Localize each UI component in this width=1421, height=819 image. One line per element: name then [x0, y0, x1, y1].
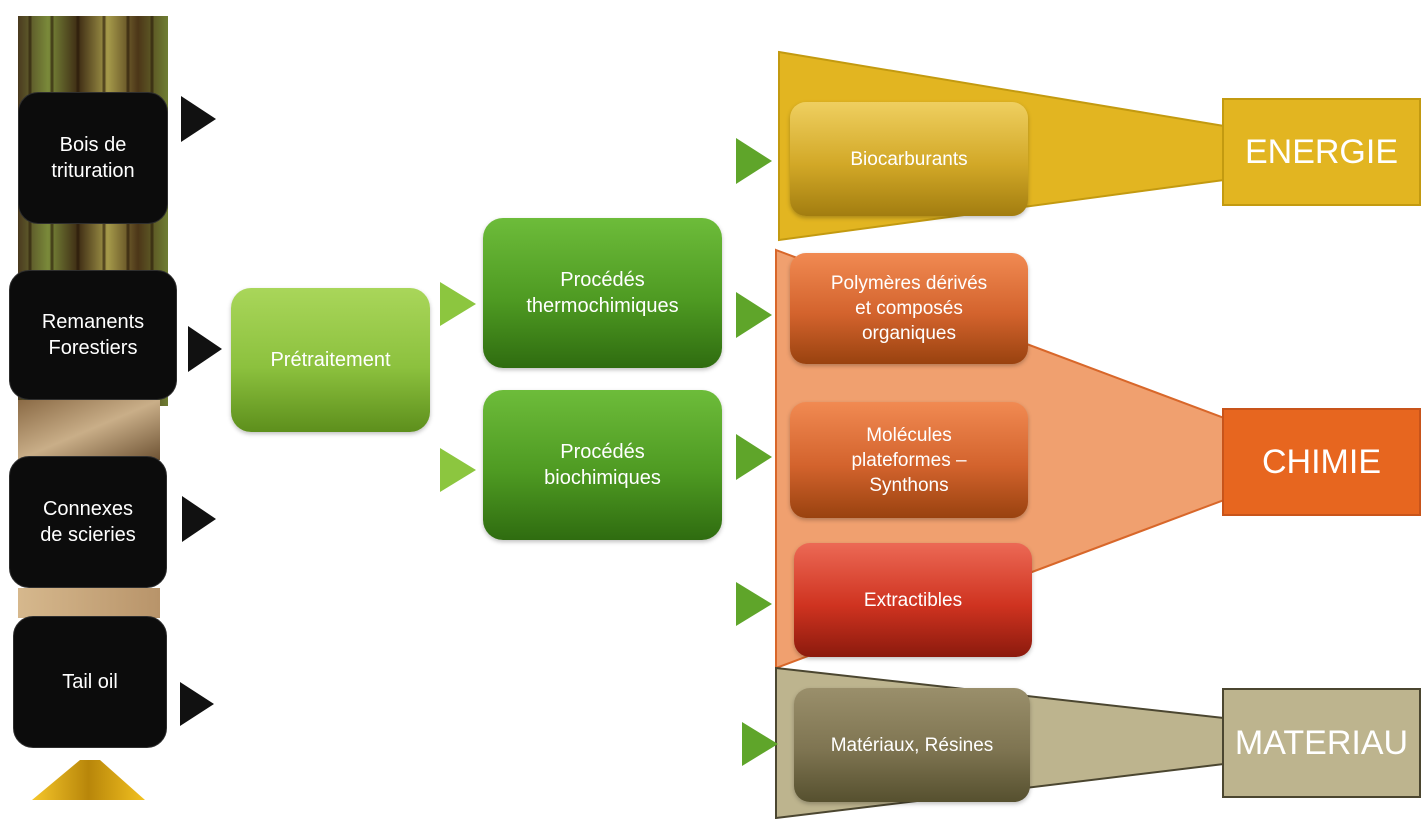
- process-box-thermo: Procédés thermochimiques: [483, 218, 722, 368]
- product-label-materiaux: Matériaux, Résines: [830, 734, 994, 756]
- product-box-extractibles: Extractibles: [794, 543, 1032, 657]
- source-box-connexes: Connexes de scieries: [9, 456, 167, 588]
- triangle-right-icon: [182, 496, 216, 542]
- product-box-materiaux: Matériaux, Résines: [794, 688, 1030, 802]
- category-label-energie: ENERGIE: [1244, 132, 1399, 171]
- triangle-right-icon: [440, 282, 476, 326]
- triangle-right-icon: [181, 96, 216, 142]
- triangle-right-icon: [736, 292, 772, 338]
- product-label-extractibles: Extractibles: [863, 589, 963, 611]
- triangle-right-icon: [742, 722, 778, 766]
- pretreatment-box: Prétraitement: [231, 288, 430, 432]
- category-label-materiau: MATERIAU: [1234, 723, 1409, 762]
- process-label-bio: Procédés biochimiques: [544, 441, 661, 489]
- pretreatment-label: Prétraitement: [270, 349, 391, 371]
- triangle-right-icon: [736, 434, 772, 480]
- category-label-chimie: CHIMIE: [1262, 442, 1381, 481]
- source-box-bois: Bois de trituration: [18, 92, 168, 224]
- source-label-connexes: Connexes de scieries: [40, 498, 136, 546]
- product-label-polymeres: Polymères dérivés et composés organiques: [830, 273, 988, 344]
- triangle-right-icon: [736, 138, 772, 184]
- category-box-energie: ENERGIE: [1222, 98, 1421, 206]
- category-box-materiau: MATERIAU: [1222, 688, 1421, 798]
- source-label-bois: Bois de trituration: [51, 134, 135, 182]
- triangle-right-icon: [440, 448, 476, 492]
- source-box-tailoil: Tail oil: [13, 616, 167, 748]
- product-box-biocarburants: Biocarburants: [790, 102, 1028, 216]
- source-label-tailoil: Tail oil: [62, 671, 118, 693]
- source-label-remanents: Remanents Forestiers: [41, 311, 145, 359]
- product-label-molecules: Molécules plateformes – Synthons: [851, 424, 967, 496]
- process-label-thermo: Procédés thermochimiques: [526, 269, 679, 317]
- process-box-bio: Procédés biochimiques: [483, 390, 722, 540]
- source-box-remanents: Remanents Forestiers: [9, 270, 177, 400]
- product-box-polymeres: Polymères dérivés et composés organiques: [790, 253, 1028, 364]
- category-box-chimie: CHIMIE: [1222, 408, 1421, 516]
- product-label-biocarburants: Biocarburants: [850, 148, 968, 170]
- triangle-right-icon: [180, 682, 214, 726]
- triangle-right-icon: [736, 582, 772, 626]
- product-box-molecules: Molécules plateformes – Synthons: [790, 402, 1028, 518]
- triangle-right-icon: [188, 326, 222, 372]
